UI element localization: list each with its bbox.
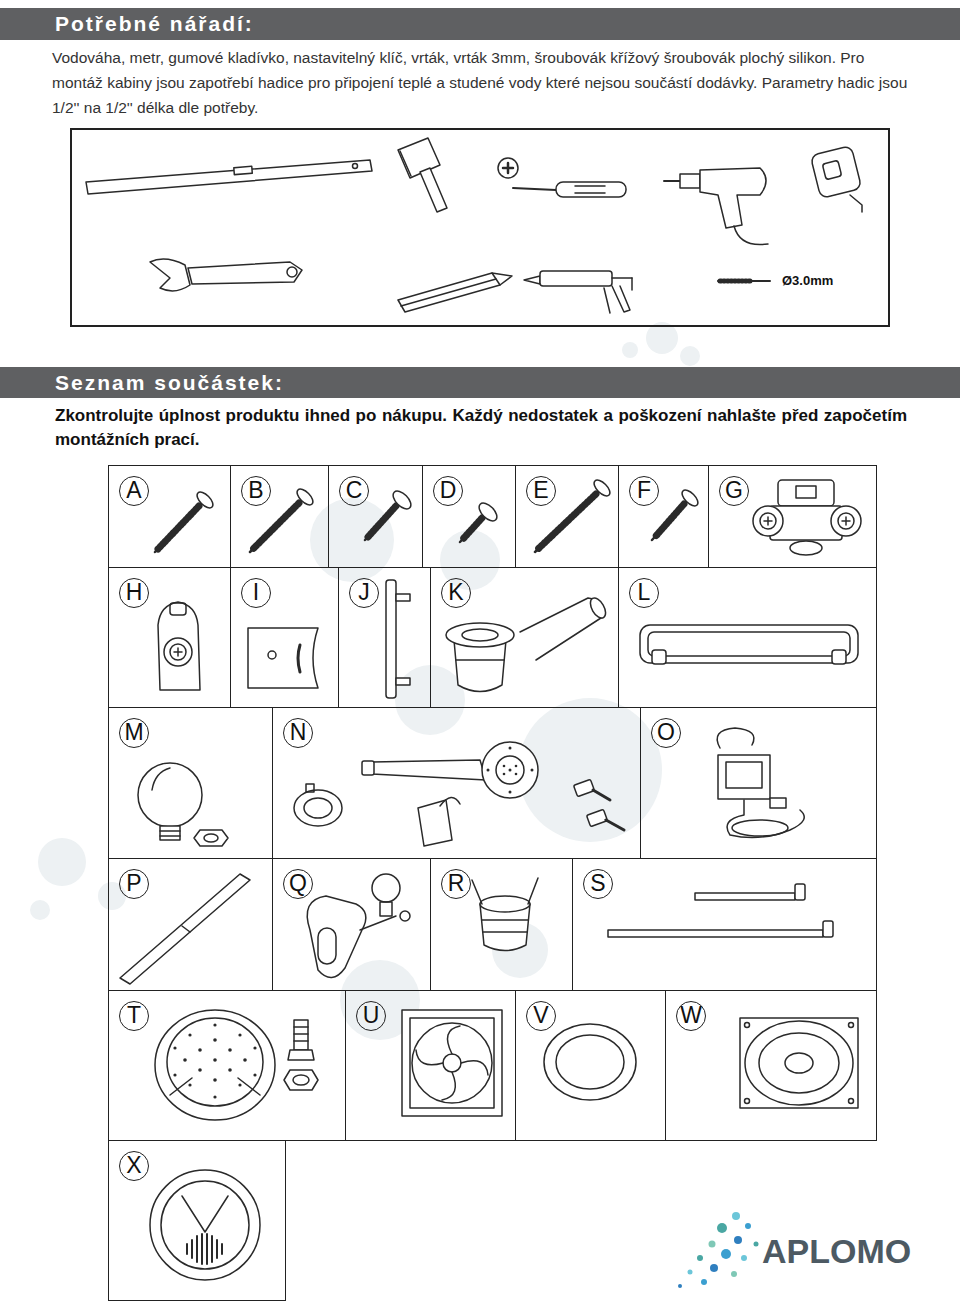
rubber-mallet	[398, 138, 447, 212]
part-cell: U	[345, 990, 516, 1141]
part-letter: I	[241, 578, 271, 608]
part-cell: O	[640, 707, 877, 859]
part-letter: P	[119, 869, 149, 899]
part-letter: O	[651, 718, 681, 748]
section-title: Potřebné nářadí:	[55, 8, 960, 40]
caulking-gun	[524, 271, 632, 313]
part-cell: L	[618, 567, 877, 708]
control-unit	[717, 728, 804, 838]
part-cell: B	[230, 465, 329, 568]
hand-shower-set	[294, 742, 624, 846]
part-letter: U	[356, 1001, 386, 1031]
part-cell: J	[338, 567, 431, 708]
part-letter: K	[441, 578, 471, 608]
part-letter: E	[526, 476, 556, 506]
towel-bar	[640, 625, 858, 664]
section-band: Potřebné nářadí:	[0, 8, 960, 40]
drill	[664, 168, 768, 245]
part-letter: S	[583, 869, 613, 899]
intro-text: Vodováha, metr, gumové kladívko, nastavi…	[52, 45, 912, 120]
mounting-plate	[248, 628, 318, 688]
part-letter: G	[719, 476, 749, 506]
drain-siphon	[446, 595, 609, 691]
screwdriver	[498, 158, 626, 197]
part-cell: F	[618, 465, 709, 568]
part-letter: L	[629, 578, 659, 608]
part-letter: F	[629, 476, 659, 506]
part-letter: H	[119, 578, 149, 608]
brand-logo: APLOMO	[762, 1232, 911, 1271]
part-cell: R	[430, 858, 573, 991]
logo-mark	[678, 1212, 759, 1288]
part-letter: X	[119, 1151, 149, 1181]
part-cell: D	[422, 465, 516, 568]
part-letter: V	[526, 1001, 556, 1031]
part-cell: W	[665, 990, 877, 1141]
part-cell: K	[430, 567, 619, 708]
wall-bracket	[158, 602, 200, 690]
part-cell: G	[708, 465, 877, 568]
tools-box: Ø3.0mm	[70, 128, 890, 327]
speaker	[740, 1018, 858, 1108]
drain-cup	[472, 878, 538, 951]
part-cell: V	[515, 990, 666, 1141]
mixer-valve	[307, 874, 410, 978]
part-cell: T	[108, 990, 346, 1141]
tape-measure	[810, 146, 862, 212]
spirit-level	[86, 160, 372, 194]
part-letter: N	[283, 718, 313, 748]
part-cell: X	[108, 1140, 286, 1301]
part-cell: A	[108, 465, 231, 568]
part-cell: S	[572, 858, 877, 991]
pipes	[608, 884, 833, 937]
part-letter: C	[339, 476, 369, 506]
ventilation-fan	[402, 1010, 502, 1116]
part-letter: A	[119, 476, 149, 506]
part-cell: M	[108, 707, 273, 859]
part-letter: W	[676, 1001, 706, 1031]
part-letter: M	[119, 718, 149, 748]
part-cell: H	[108, 567, 231, 708]
notice-text: Zkontrolujte úplnost produktu ihned po n…	[55, 404, 907, 452]
part-letter: R	[441, 869, 471, 899]
part-cell: P	[108, 858, 273, 991]
push-button	[150, 1170, 260, 1280]
rain-shower-head	[155, 1010, 318, 1120]
roller-assembly	[753, 480, 861, 555]
section-title: Seznam součástek:	[55, 367, 960, 398]
section-band: Seznam součástek:	[0, 367, 960, 398]
part-cell: N	[272, 707, 641, 859]
door-handle	[386, 580, 410, 698]
pencil	[398, 273, 512, 312]
part-letter: B	[241, 476, 271, 506]
sealing-ring	[544, 1024, 636, 1100]
part-letter: D	[433, 476, 463, 506]
part-cell: C	[328, 465, 423, 568]
part-letter: T	[119, 1001, 149, 1031]
drill-bit	[718, 280, 770, 282]
wall-connector	[138, 763, 228, 846]
dimension-label: Ø3.0mm	[782, 273, 833, 288]
part-cell: Q	[272, 858, 431, 991]
part-letter: Q	[283, 869, 313, 899]
part-cell: E	[515, 465, 619, 568]
part-cell: I	[230, 567, 339, 708]
part-letter: J	[349, 578, 379, 608]
wrench	[150, 259, 302, 291]
